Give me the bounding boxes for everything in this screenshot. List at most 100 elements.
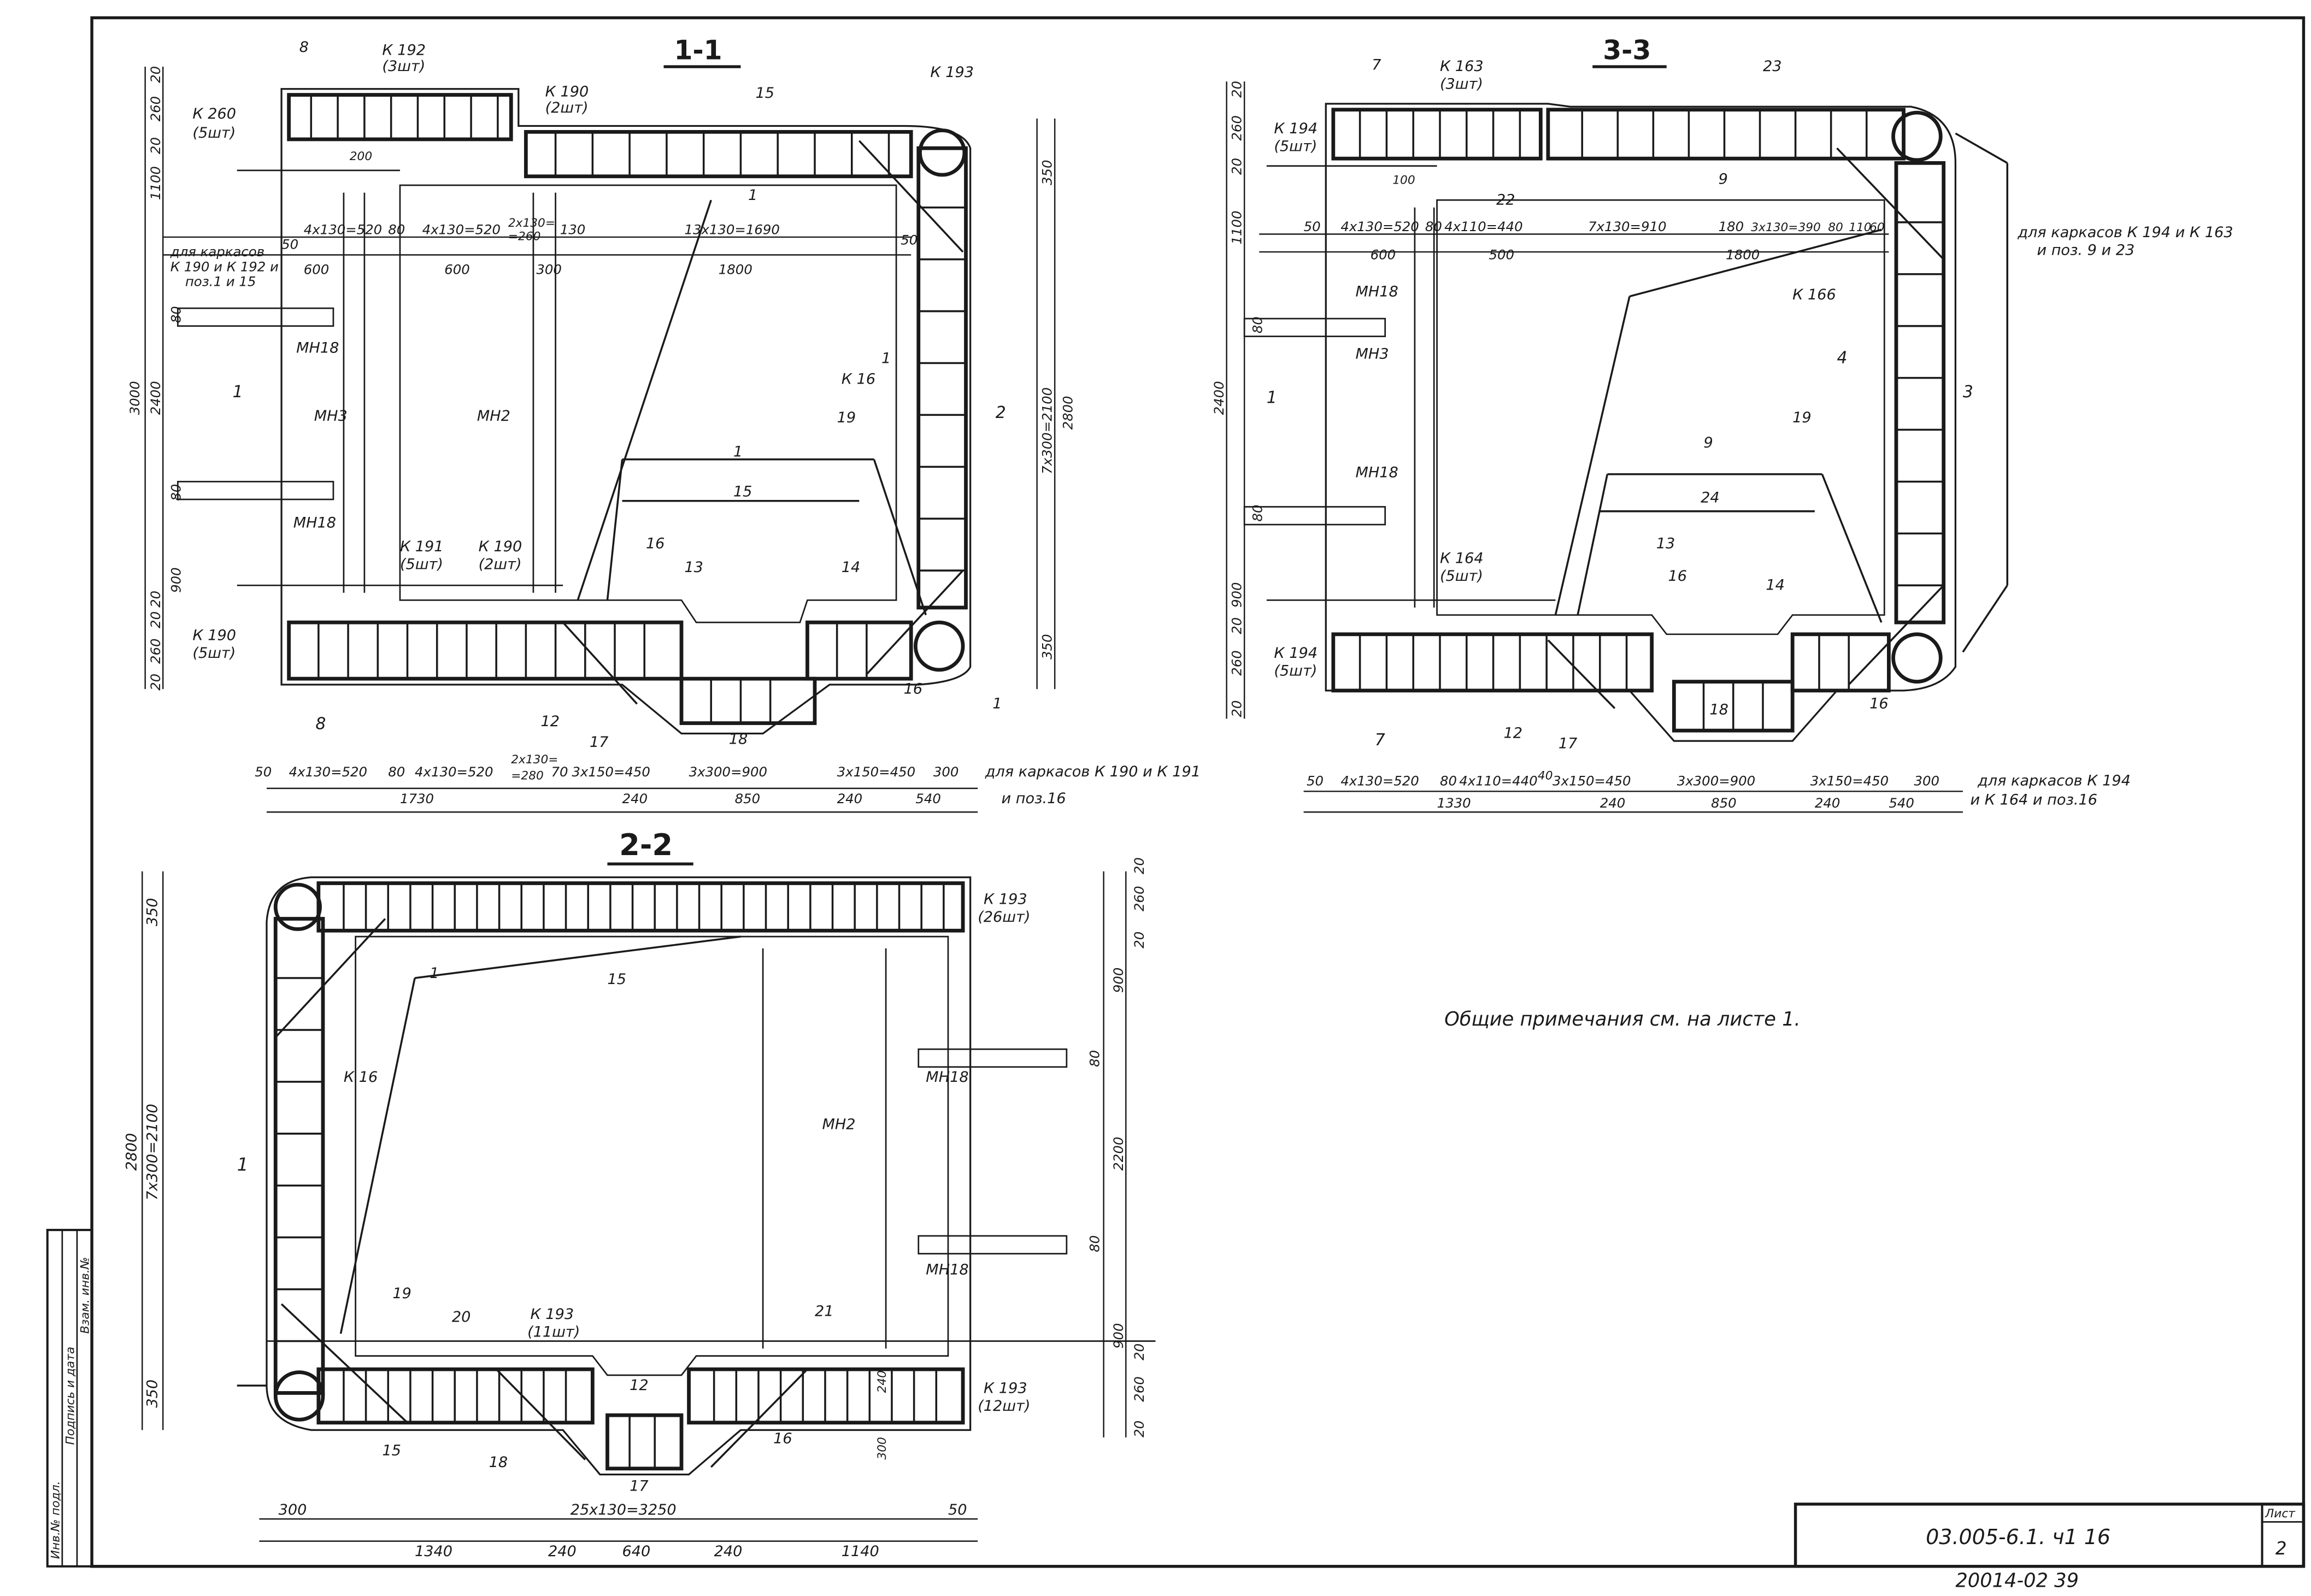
svg-text:15: 15 <box>382 1442 401 1459</box>
right-cage-3-3 <box>1894 161 1946 625</box>
svg-text:К 190: К 190 <box>192 627 236 644</box>
svg-text:1: 1 <box>233 382 243 402</box>
svg-text:К 194: К 194 <box>1274 645 1318 662</box>
svg-text:7: 7 <box>1375 731 1385 750</box>
svg-text:4х110=440: 4х110=440 <box>1459 773 1537 788</box>
svg-text:1730: 1730 <box>400 791 434 806</box>
svg-text:и поз. 9 и 23: и поз. 9 и 23 <box>2037 242 2134 258</box>
svg-text:4х130=520: 4х130=520 <box>289 764 367 780</box>
svg-text:300: 300 <box>933 764 959 780</box>
svg-text:20: 20 <box>452 1309 471 1326</box>
svg-text:(11шт): (11шт) <box>527 1323 580 1340</box>
svg-text:13х130=1690: 13х130=1690 <box>684 222 780 238</box>
svg-text:180: 180 <box>1719 219 1744 234</box>
svg-text:4х130=520: 4х130=520 <box>415 764 493 780</box>
outline-3-3 <box>1325 103 1957 742</box>
svg-text:17: 17 <box>1559 735 1577 752</box>
svg-text:240: 240 <box>1600 795 1626 811</box>
svg-text:2х130=: 2х130= <box>511 753 558 767</box>
top-cage-3-3 <box>1331 108 1543 161</box>
svg-text:80: 80 <box>388 222 405 238</box>
svg-text:К 163: К 163 <box>1440 58 1484 75</box>
cavity-1-1 <box>399 184 897 623</box>
svg-text:К 193: К 193 <box>984 1380 1027 1397</box>
stamp-replace: Взам. инв.№ <box>79 1257 92 1334</box>
svg-text:80: 80 <box>388 764 405 780</box>
svg-text:2800: 2800 <box>123 1133 140 1171</box>
svg-text:16: 16 <box>904 680 922 697</box>
svg-text:2: 2 <box>996 403 1006 422</box>
svg-text:13: 13 <box>684 559 703 576</box>
title-block: 03.005-6.1. ч1 16 Лист 2 20014-02 39 <box>1793 1503 2306 1592</box>
section-3-3: 3-3 <box>1211 34 2233 813</box>
svg-text:17: 17 <box>630 1477 648 1494</box>
svg-text:(5шт): (5шт) <box>192 645 236 662</box>
archive-number: 20014-02 39 <box>1955 1570 2079 1592</box>
svg-text:МН18: МН18 <box>926 1069 968 1086</box>
svg-text:К 16: К 16 <box>842 370 875 387</box>
svg-text:К 194: К 194 <box>1274 120 1318 137</box>
svg-text:7х300=2100: 7х300=2100 <box>1039 387 1055 474</box>
svg-text:3000: 3000 <box>127 381 143 415</box>
svg-text:15: 15 <box>607 971 626 988</box>
svg-text:20: 20 <box>148 611 163 628</box>
section-2-2: 2-2 <box>123 828 1156 1560</box>
svg-text:(12шт): (12шт) <box>978 1398 1030 1415</box>
svg-text:20: 20 <box>1131 1421 1147 1438</box>
svg-text:260: 260 <box>1131 886 1147 911</box>
svg-text:540: 540 <box>915 791 941 806</box>
svg-text:300: 300 <box>1914 773 1939 788</box>
svg-text:350: 350 <box>1039 634 1055 659</box>
svg-text:9: 9 <box>1704 434 1713 451</box>
svg-text:12: 12 <box>1504 725 1522 742</box>
svg-text:25х130=3250: 25х130=3250 <box>571 1501 677 1518</box>
bottom-cage-1-1 <box>287 620 684 681</box>
svg-text:20: 20 <box>1131 932 1147 949</box>
svg-text:350: 350 <box>144 898 161 926</box>
svg-text:19: 19 <box>1792 409 1811 426</box>
svg-text:50: 50 <box>1307 773 1324 788</box>
svg-text:300: 300 <box>875 1437 889 1459</box>
svg-text:4х130=520: 4х130=520 <box>304 222 382 238</box>
svg-text:20: 20 <box>148 137 163 154</box>
svg-text:4х130=520: 4х130=520 <box>422 222 501 238</box>
svg-text:19: 19 <box>837 409 856 426</box>
svg-text:21: 21 <box>815 1303 833 1320</box>
svg-text:900: 900 <box>1110 1323 1126 1348</box>
svg-text:350: 350 <box>144 1380 161 1408</box>
svg-text:20: 20 <box>148 591 163 608</box>
cavity-3-3 <box>1436 199 1885 635</box>
svg-text:50: 50 <box>255 764 272 780</box>
svg-text:40: 40 <box>1538 769 1553 783</box>
svg-text:600: 600 <box>304 262 330 278</box>
svg-text:600: 600 <box>444 262 470 278</box>
svg-text:(5шт): (5шт) <box>1440 568 1483 585</box>
svg-text:МН18: МН18 <box>296 339 339 356</box>
general-note: Общие примечания см. на листе 1. <box>1444 1008 1801 1030</box>
svg-text:850: 850 <box>735 791 761 806</box>
svg-text:20: 20 <box>1229 158 1245 175</box>
svg-text:850: 850 <box>1711 795 1737 811</box>
svg-text:20: 20 <box>1131 1344 1147 1361</box>
svg-text:100: 100 <box>1392 173 1415 187</box>
svg-text:3х300=900: 3х300=900 <box>1677 773 1755 788</box>
stamp-inv: Инв.№ подл. <box>49 1481 62 1559</box>
svg-text:20: 20 <box>148 66 163 83</box>
svg-text:260: 260 <box>1229 650 1245 676</box>
svg-text:7х300=2100: 7х300=2100 <box>144 1104 161 1200</box>
svg-text:МН18: МН18 <box>926 1261 968 1278</box>
svg-text:15: 15 <box>733 484 752 500</box>
svg-text:300: 300 <box>279 1501 307 1518</box>
section-1-1: 1-1 <box>127 34 1201 813</box>
svg-text:2х130=: 2х130= <box>508 216 555 230</box>
left-cage-2-2 <box>273 917 325 1395</box>
svg-text:900: 900 <box>1229 582 1245 608</box>
svg-text:2800: 2800 <box>1060 396 1076 429</box>
svg-text:(5шт): (5шт) <box>1274 663 1317 680</box>
svg-text:для каркасов К 194 и К 163: для каркасов К 194 и К 163 <box>2017 224 2233 241</box>
svg-text:1: 1 <box>237 1155 249 1175</box>
svg-text:260: 260 <box>148 638 163 664</box>
svg-text:900: 900 <box>1110 968 1126 993</box>
right-cage-1-1 <box>916 146 968 610</box>
